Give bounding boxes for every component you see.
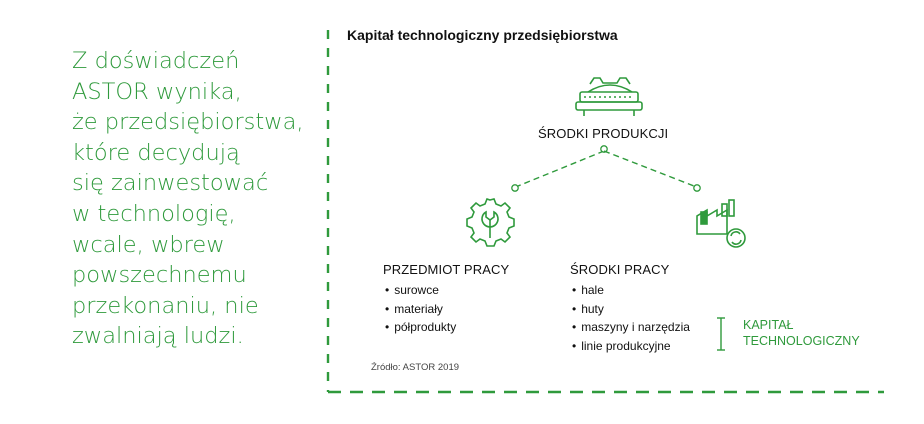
list-item: linie produkcyjne (572, 337, 690, 356)
node-label-przedmiot-pracy: PRZEDMIOT PRACY (383, 262, 510, 277)
quote-line: ASTOR wynika, (72, 78, 242, 105)
diagram-title: Kapitał technologiczny przedsiębiorstwa (347, 27, 618, 43)
quote-line: zwalniają ludzi. (72, 323, 244, 350)
connector-right (603, 150, 701, 192)
list-item: surowce (385, 281, 456, 300)
factory-cycle-icon (696, 199, 746, 248)
capital-label: KAPITAŁ TECHNOLOGICZNY (743, 317, 860, 349)
node-label-srodki-produkcji: ŚRODKI PRODUKCJI (538, 126, 669, 141)
gear-wrench-icon (466, 198, 515, 247)
capital-label-line: KAPITAŁ (743, 318, 794, 332)
node-label-srodki-pracy: ŚRODKI PRACY (570, 262, 670, 277)
srodki-pracy-list: hale huty maszyny i narzędzia linie prod… (572, 281, 690, 355)
list-item: huty (572, 300, 690, 319)
list-item: hale (572, 281, 690, 300)
przedmiot-pracy-list: surowce materiały półprodukty (385, 281, 456, 337)
capital-label-line: TECHNOLOGICZNY (743, 334, 860, 348)
list-item: materiały (385, 300, 456, 319)
list-item: maszyny i narzędzia (572, 318, 690, 337)
quote-line: w technologię, (72, 200, 236, 227)
connector-left (511, 145, 608, 192)
quote-line: powszechnemu (72, 262, 247, 289)
capital-bracket (717, 317, 725, 351)
list-item: półprodukty (385, 318, 456, 337)
quote-line: że przedsiębiorstwa, (72, 109, 304, 136)
quote-line: wcale, wbrew (72, 231, 225, 258)
source-note: Źródło: ASTOR 2019 (371, 362, 460, 373)
quote-line: które decydują (72, 139, 240, 166)
quote-line: Z doświadczeń (72, 48, 240, 74)
conveyor-machine-icon (575, 77, 643, 116)
intro-quote: Z doświadczeń ASTOR wynika, że przedsięb… (72, 46, 322, 352)
quote-line: się zainwestować (72, 170, 269, 197)
quote-line: przekonaniu, nie (72, 292, 259, 319)
